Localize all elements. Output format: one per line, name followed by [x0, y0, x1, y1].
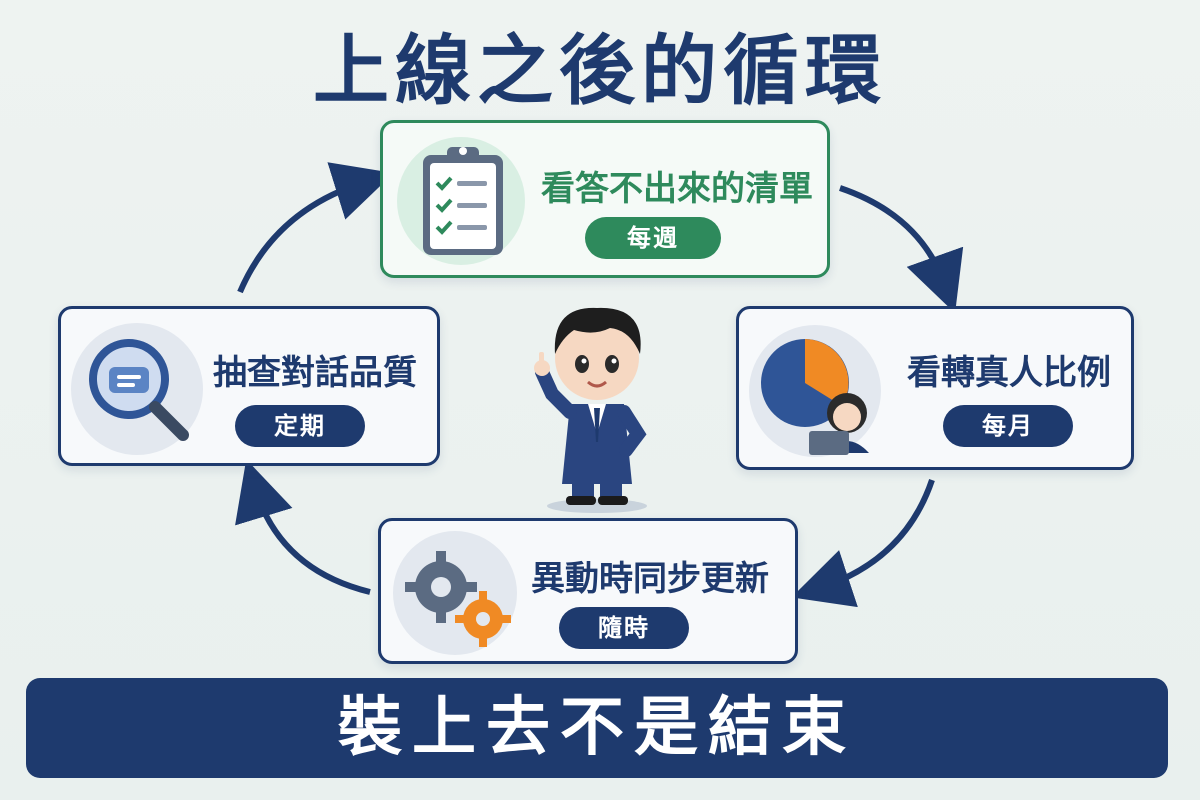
frequency-badge: 定期 [235, 405, 365, 447]
magnifier-chat-icon [89, 339, 189, 441]
card-anytime-sync-update: 異動時同步更新 隨時 [378, 518, 798, 664]
card-label: 異動時同步更新 [531, 559, 769, 599]
card-label: 抽查對話品質 [213, 353, 417, 393]
arrow-right-to-bottom [791, 479, 935, 608]
gears-icon [405, 551, 511, 647]
bottom-banner: 裝上去不是結束 [26, 678, 1168, 778]
arrow-top-to-right [839, 185, 964, 314]
frequency-badge: 每月 [943, 405, 1073, 447]
card-periodic-quality-check: 抽查對話品質 定期 [58, 306, 440, 466]
frequency-badge: 隨時 [559, 607, 689, 649]
businessman-mascot-illustration [534, 307, 647, 513]
arrow-bottom-to-left [235, 459, 371, 595]
card-monthly-handoff-ratio: 看轉真人比例 每月 [736, 306, 1134, 470]
arrow-left-to-top [237, 162, 394, 294]
pie-chart-agent-icon [761, 339, 869, 455]
card-weekly-unanswered-list: 看答不出來的清單 每週 [380, 120, 830, 278]
frequency-badge: 每週 [585, 217, 721, 259]
card-label: 看答不出來的清單 [541, 169, 813, 209]
card-label: 看轉真人比例 [907, 353, 1111, 393]
page-title: 上線之後的循環 [313, 26, 887, 115]
clipboard-checklist-icon [423, 147, 503, 255]
